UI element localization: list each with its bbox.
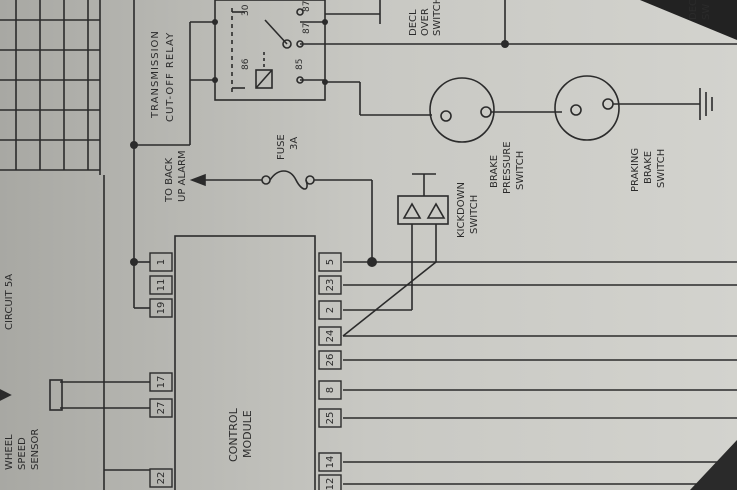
module-pin-label: 11: [156, 279, 167, 292]
module-right-pins: 5 23 2 24 26 8 25 14 12: [318, 252, 342, 490]
module-pin-right-7: 14: [318, 452, 342, 472]
decl-over-switch-line1: DECL: [408, 9, 419, 36]
junction-dot: [212, 19, 218, 25]
wheel-sensor-mark: [0, 389, 12, 401]
module-pin-label: 23: [325, 279, 336, 292]
wheel-sensor-line3: SENSOR: [30, 429, 41, 470]
dark-corner-top: [640, 0, 737, 40]
parking-brake-line3: SWITCH: [656, 149, 667, 188]
module-pin-right-0: 5: [318, 252, 342, 272]
brake-pressure-line3: SWITCH: [515, 151, 526, 190]
relay-pin-87a: 87a: [302, 0, 312, 12]
module-pin-left-3: 17: [149, 372, 173, 392]
module-pin-right-1: 23: [318, 275, 342, 295]
module-pin-label: 17: [156, 376, 167, 389]
ground-icon: [699, 88, 713, 120]
module-pin-left-1: 11: [149, 275, 173, 295]
decl-over-switch-line2: OVER: [420, 8, 431, 36]
relay-pin-85: 85: [295, 59, 305, 70]
module-pin-label: 22: [156, 472, 167, 485]
parking-brake-line2: BRAKE: [643, 151, 654, 184]
junction-dot: [322, 19, 328, 25]
backup-alarm-line1: TO BACK: [164, 157, 175, 203]
junction-dot: [130, 141, 138, 149]
module-pin-right-2: 2: [318, 300, 342, 320]
module-pin-left-2: 19: [149, 298, 173, 318]
wheel-sensor-line1: WHEEL: [4, 434, 15, 470]
module-pin-left-4: 27: [149, 398, 173, 418]
junction-dot: [322, 79, 328, 85]
module-pin-label: 27: [156, 402, 167, 415]
fuse-label-line2: 3A: [289, 137, 300, 150]
module-pin-label: 24: [325, 330, 336, 343]
junction-dot: [501, 40, 509, 48]
relay-pin-30: 30: [241, 4, 251, 16]
wheel-sensor-body: [49, 379, 63, 411]
decl-right-line1: DECL: [688, 0, 699, 20]
circuit-label: CIRCUIT 5A: [4, 274, 15, 330]
junction-dot: [212, 77, 218, 83]
parking-brake-line1: PRAKING: [630, 148, 641, 192]
fuse-label-line1: FUSE: [276, 134, 287, 160]
kickdown-label-line2: SWITCH: [469, 195, 480, 234]
dark-corner-bottom: [690, 440, 737, 490]
fuse-symbol: [269, 170, 308, 190]
module-pin-label: 19: [156, 302, 167, 315]
control-module-line1: CONTROL: [227, 407, 240, 462]
backup-alarm-line2: UP ALARM: [177, 150, 188, 202]
kickdown-label-line1: KICKDOWN: [456, 182, 467, 238]
module-pin-left-0: 1: [149, 252, 173, 272]
module-pin-label: 26: [325, 354, 336, 367]
module-pin-right-6: 25: [318, 408, 342, 428]
junction-dot: [367, 257, 377, 267]
module-pin-right-5: 8: [318, 380, 342, 400]
module-pin-right-4: 26: [318, 350, 342, 370]
module-pin-label: 14: [325, 456, 336, 469]
module-pin-label: 2: [325, 307, 336, 313]
brake-pressure-switch: [429, 77, 495, 143]
brake-pressure-line1: BRAKE: [489, 155, 500, 188]
module-pin-right-8: 12: [318, 474, 342, 490]
wheel-sensor-line2: SPEED: [17, 437, 28, 470]
relay-box: [214, 0, 326, 101]
module-pin-label: 12: [325, 478, 336, 490]
module-pin-label: 25: [325, 412, 336, 425]
relay-title-line2: CUT-OFF RELAY: [165, 32, 176, 122]
kickdown-switch: [397, 195, 449, 225]
decl-right-line2: SW: [701, 4, 712, 20]
module-pin-left-5: 22: [149, 468, 173, 488]
module-pin-label: 1: [156, 259, 167, 265]
sensor-grid: [0, 0, 101, 175]
decl-over-switch-line3: SWITCH: [432, 0, 443, 36]
brake-pressure-line2: PRESSURE: [502, 141, 513, 194]
module-pin-right-3: 24: [318, 326, 342, 346]
module-pin-label: 8: [325, 387, 336, 393]
module-pin-label: 5: [325, 259, 336, 265]
relay-pin-87: 87: [302, 23, 312, 34]
relay-coil: [255, 69, 273, 89]
parking-brake-switch: [554, 75, 620, 141]
relay-pin-86: 86: [241, 58, 251, 70]
control-module-box: [174, 235, 316, 490]
control-module-line2: MODULE: [241, 410, 254, 458]
relay-title-line1: TRANSMISSION: [150, 30, 161, 119]
junction-dot: [130, 258, 138, 266]
